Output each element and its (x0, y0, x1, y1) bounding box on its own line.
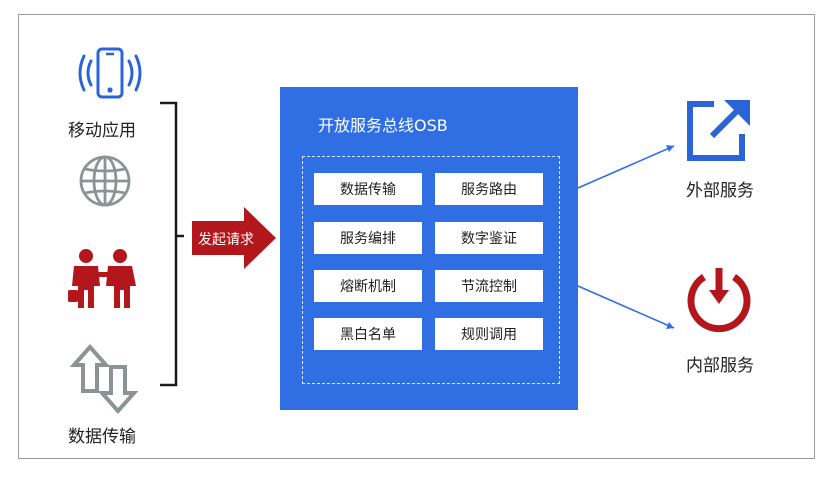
connector-lines (577, 145, 675, 329)
external-service-label: 外部服务 (686, 181, 754, 201)
function-data-transfer: 数据传输 (314, 173, 422, 205)
data-transfer-label: 数据传输 (68, 427, 136, 447)
grouping-bracket (160, 101, 184, 387)
power-icon (687, 268, 751, 333)
internal-service-label: 内部服务 (686, 356, 754, 376)
osb-title: 开放服务总线OSB (318, 116, 448, 135)
function-circuit-breaker: 熔断机制 (314, 270, 422, 302)
request-arrow-label: 发起请求 (198, 232, 254, 248)
globe-icon (79, 155, 131, 207)
function-throttling: 节流控制 (435, 270, 543, 302)
mobile-phone-icon (78, 47, 142, 99)
mobile-app-label: 移动应用 (68, 121, 136, 141)
function-service-orchestration: 服务编排 (314, 222, 422, 254)
function-service-routing: 服务路由 (435, 173, 543, 205)
external-link-icon (687, 100, 750, 161)
internal-connector (577, 285, 675, 329)
request-arrow (192, 207, 276, 269)
function-group (302, 156, 560, 384)
diagram-frame (18, 14, 815, 459)
function-black-white-list: 黑白名单 (314, 318, 422, 350)
data-transfer-icon (70, 343, 139, 415)
people-icon (68, 249, 136, 308)
function-digital-auth: 数字鉴证 (435, 222, 543, 254)
function-rule-invocation: 规则调用 (435, 318, 543, 350)
external-connector (577, 145, 675, 189)
